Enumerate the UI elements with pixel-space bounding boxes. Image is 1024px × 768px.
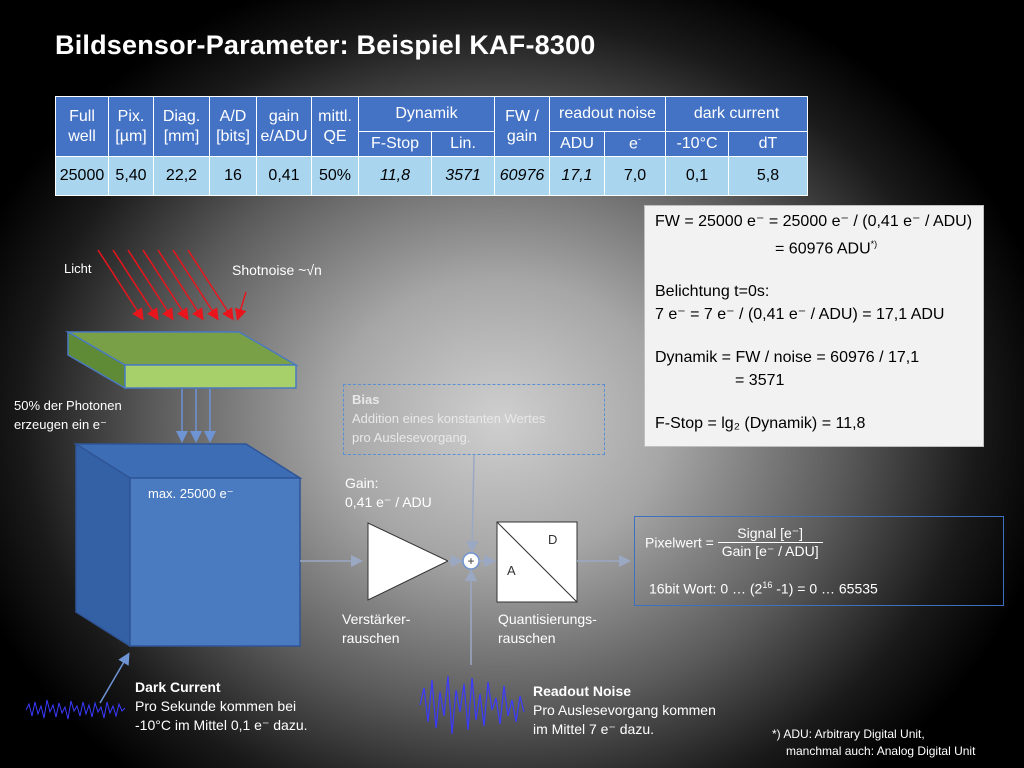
amplifier-triangle: [367, 522, 450, 601]
header-electrons: e-: [604, 131, 666, 157]
value-dark-temp: 0,1: [665, 156, 729, 196]
header-fw-gain: FW /gain: [494, 96, 550, 157]
pixel-word-range: 16bit Wort: 0 … (216 -1) = 0 … 65535: [649, 580, 878, 597]
label-verstaerker: Verstärker-rauschen: [342, 611, 411, 646]
info-line-dynamik-value: = 3571: [735, 372, 785, 390]
electron-box: [73, 442, 303, 648]
value-pixel-size: 5,40: [108, 156, 154, 196]
label-quantisierung: Quantisierungs-rauschen: [498, 611, 597, 646]
label-gain: Gain:0,41 e⁻ / ADU: [345, 475, 432, 510]
value-diagonal: 22,2: [153, 156, 210, 196]
adc-label-a: A: [507, 563, 516, 578]
info-line-exposure: Belichtung t=0s:: [655, 283, 770, 301]
readout-noise-wave: [419, 675, 525, 735]
light-arrows: [97, 249, 247, 321]
header-dark-current: dark current: [665, 96, 808, 132]
bias-title: Bias: [352, 392, 380, 407]
readout-noise-text: Readout Noise Pro Auslesevorgang kommen …: [533, 683, 716, 737]
photon-arrows: [176, 389, 216, 443]
value-fstop: 11,8: [358, 156, 432, 196]
info-line-dynamik: Dynamik = FW / noise = 60976 / 17,1: [655, 349, 920, 367]
summing-plus-icon: +: [467, 554, 475, 568]
header-lin: Lin.: [431, 131, 495, 157]
value-lin: 3571: [431, 156, 495, 196]
page-title: Bildsensor-Parameter: Beispiel KAF-8300: [55, 30, 596, 60]
bias-arrow: [466, 454, 479, 553]
value-dark-dt: 5,8: [728, 156, 808, 196]
pixel-value-box: Pixelwert = Signal [e⁻]Gain [e⁻ / ADU] 1…: [634, 516, 1004, 606]
label-licht: Licht: [64, 261, 92, 276]
dark-current-arrow: [99, 652, 130, 704]
info-line-fw-adu: = 60976 ADU*): [775, 239, 878, 258]
bias-box: Bias Addition eines konstanten Wertes pr…: [343, 384, 605, 455]
value-qe: 50%: [311, 156, 359, 196]
header-readout-noise: readout noise: [549, 96, 666, 132]
value-ad-bits: 16: [209, 156, 257, 196]
sensor-slab: [65, 330, 299, 390]
info-line-fw: FW = 25000 e⁻ = 25000 e⁻ / (0,41 e⁻ / AD…: [655, 213, 973, 230]
pixel-formula: Pixelwert = Signal [e⁻]Gain [e⁻ / ADU]: [645, 525, 823, 560]
header-dynamik: Dynamik: [358, 96, 495, 132]
label-max-electrons: max. 25000 e⁻: [148, 486, 234, 501]
calculation-box: FW = 25000 e⁻ = 25000 e⁻ / (0,41 e⁻ / AD…: [644, 205, 984, 447]
bias-line-2: pro Auslesevorgang.: [352, 430, 471, 445]
footnote: *) ADU: Arbitrary Digital Unit, manchmal…: [772, 727, 976, 758]
adc-label-d: D: [548, 532, 558, 547]
label-shotnoise: Shotnoise ~√n: [232, 262, 322, 278]
bias-line-1: Addition eines konstanten Wertes: [352, 411, 546, 426]
value-gain: 0,41: [256, 156, 312, 196]
value-fw-gain: 60976: [494, 156, 550, 196]
header-diagonal: Diag.[mm]: [153, 96, 210, 157]
dark-noise-wave: [25, 699, 126, 720]
header-adu: ADU: [549, 131, 605, 157]
value-full-well: 25000: [55, 156, 109, 196]
dark-current-text: Dark Current Pro Sekunde kommen bei -10°…: [135, 679, 308, 733]
info-line-noise: 7 e⁻ = 7 e⁻ / (0,41 e⁻ / ADU) = 17,1 ADU: [655, 306, 945, 324]
info-line-fstop: F-Stop = lg₂ (Dynamik) = 11,8: [655, 415, 866, 433]
